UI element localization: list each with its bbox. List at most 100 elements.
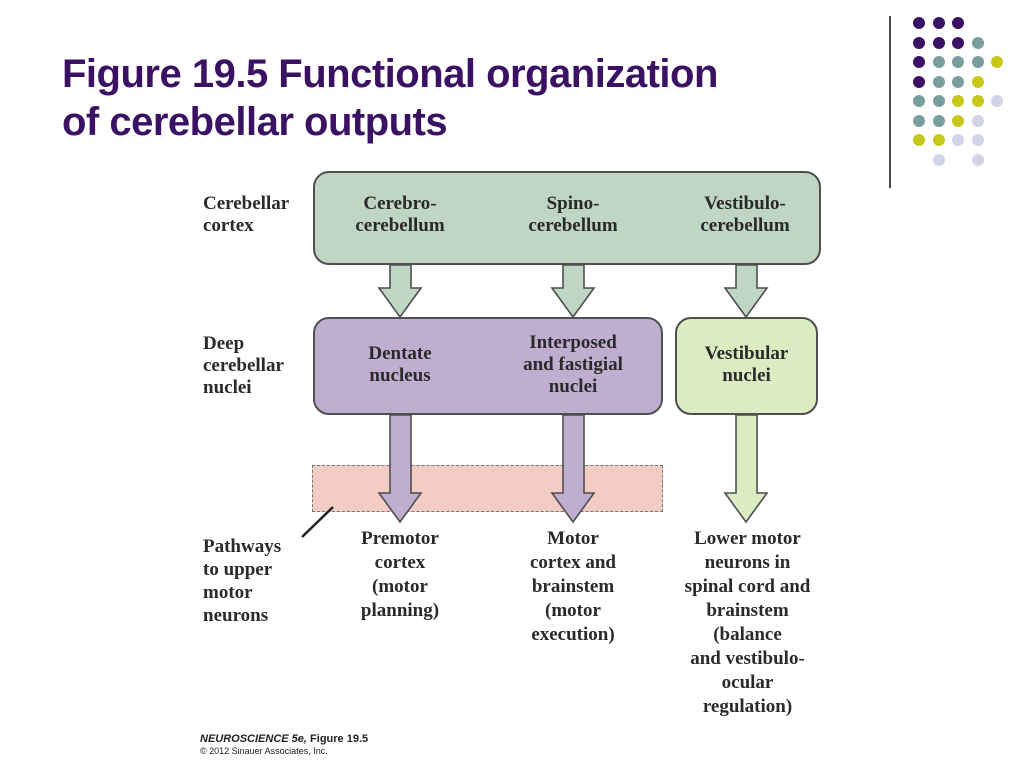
decorative-dot — [972, 134, 984, 146]
row-label-line: neurons — [203, 605, 269, 626]
decorative-dot — [933, 37, 945, 49]
decorative-dot — [913, 95, 925, 107]
credit-copyright: © 2012 Sinauer Associates, Inc. — [200, 746, 328, 756]
decorative-dot — [991, 56, 1003, 68]
decorative-dot — [933, 56, 945, 68]
label-line: and fastigial — [523, 354, 623, 375]
row-label-line: cortex — [203, 215, 254, 236]
row-label-line: Pathways — [203, 536, 282, 557]
decorative-dot — [913, 17, 925, 29]
decorative-dot — [933, 115, 945, 127]
label-line: cerebellum — [528, 215, 618, 236]
label-line: Interposed — [529, 332, 617, 353]
label-line: nuclei — [548, 376, 598, 397]
decorative-dot — [933, 76, 945, 88]
label-line: planning) — [360, 600, 440, 621]
decorative-vertical-rule — [889, 16, 891, 188]
row-label-cerebellar-cortex: Cerebellar cortex — [203, 193, 289, 237]
label-line: cerebellum — [355, 215, 445, 236]
arrow-spino-to-interposed — [550, 264, 596, 319]
cerebellar-cortex-box — [313, 171, 821, 265]
decorative-dot — [952, 95, 964, 107]
slide-title: Figure 19.5 Functional organization of c… — [62, 50, 862, 146]
decorative-dot — [913, 115, 925, 127]
output-premotor-cortex: Premotor cortex (motor planning) — [330, 527, 470, 623]
arrow-dentate-to-premotor — [377, 414, 423, 524]
row-label-pathways: Pathways to upper motor neurons — [203, 535, 281, 627]
label-line: execution) — [531, 624, 615, 645]
dentate-nucleus-label: Dentate nucleus — [330, 343, 470, 387]
label-line: cerebellum — [700, 215, 790, 236]
arrow-cerebro-to-dentate — [377, 264, 423, 319]
label-line: spinal cord and — [684, 576, 811, 597]
arrow-vestibulo-to-vestibular — [723, 264, 769, 319]
decorative-dot — [913, 56, 925, 68]
slide-title-line-1: Figure 19.5 Functional organization — [62, 52, 718, 96]
decorative-dot — [933, 154, 945, 166]
row-label-line: cerebellar — [203, 355, 284, 376]
label-line: Vestibulo- — [704, 193, 786, 214]
vestibular-nuclei-box — [675, 317, 818, 415]
decorative-dot — [952, 115, 964, 127]
arrow-interposed-to-motor — [550, 414, 596, 524]
decorative-dot — [972, 56, 984, 68]
label-line: and vestibulo- — [690, 648, 805, 669]
label-line: (motor — [372, 576, 428, 597]
label-line: Vestibular — [704, 343, 789, 364]
label-line: cortex and — [529, 552, 616, 573]
decorative-dot — [913, 76, 925, 88]
label-line: brainstem — [706, 600, 789, 621]
decorative-dot — [972, 95, 984, 107]
row-label-line: motor — [203, 582, 253, 603]
decorative-dot — [952, 17, 964, 29]
credit-book-title: NEUROSCIENCE 5e, — [200, 733, 307, 745]
row-label-line: nuclei — [203, 377, 252, 398]
slide-title-line-2: of cerebellar outputs — [62, 100, 448, 144]
label-line: Lower motor — [694, 528, 801, 549]
label-line: regulation) — [702, 696, 793, 717]
decorative-dot — [972, 154, 984, 166]
row-label-line: Deep — [203, 333, 245, 354]
row-label-line: to upper — [203, 559, 273, 580]
decorative-dot — [933, 95, 945, 107]
decorative-dot — [933, 17, 945, 29]
decorative-dot — [933, 134, 945, 146]
label-line: (balance — [713, 624, 782, 645]
decorative-dot — [952, 37, 964, 49]
label-line: ocular — [721, 672, 774, 693]
label-line: nuclei — [722, 365, 771, 386]
label-line: Cerebro- — [363, 193, 437, 214]
label-line: brainstem — [531, 576, 615, 597]
interposed-fastigial-label: Interposed and fastigial nuclei — [498, 332, 648, 398]
decorative-dot — [972, 37, 984, 49]
output-lower-motor-neurons: Lower motor neurons in spinal cord and b… — [660, 527, 835, 719]
credit-figure-number: Figure 19.5 — [306, 733, 369, 745]
label-line: (motor — [545, 600, 601, 621]
label-line: Premotor — [361, 528, 439, 549]
pathways-pointer-line — [301, 506, 334, 538]
credit-book: NEUROSCIENCE 5e, Figure 19.5 — [200, 733, 368, 745]
label-line: cortex — [374, 552, 426, 573]
label-line: Dentate — [368, 343, 432, 364]
decorative-dot — [952, 134, 964, 146]
label-line: nucleus — [369, 365, 431, 386]
decorative-dot — [913, 37, 925, 49]
label-line: Motor — [547, 528, 599, 549]
vestibular-nuclei-label: Vestibular nuclei — [676, 343, 817, 387]
upper-motor-pathway-band — [312, 465, 663, 512]
figure-credit: NEUROSCIENCE 5e, Figure 19.5 © 2012 Sina… — [200, 733, 368, 756]
cerebrocerebellum-label: Cerebro- cerebellum — [330, 193, 470, 237]
arrow-vestibular-to-lower-motor — [723, 414, 769, 524]
dentate-interposed-box — [313, 317, 663, 415]
row-label-deep-cerebellar-nuclei: Deep cerebellar nuclei — [203, 333, 284, 399]
output-motor-cortex-brainstem: Motor cortex and brainstem (motor execut… — [503, 527, 643, 647]
decorative-dot — [952, 56, 964, 68]
decorative-dot — [952, 76, 964, 88]
decorative-dot — [972, 115, 984, 127]
spinocerebellum-label: Spino- cerebellum — [503, 193, 643, 237]
label-line: neurons in — [704, 552, 791, 573]
vestibulocerebellum-label: Vestibulo- cerebellum — [675, 193, 815, 237]
decorative-dot — [972, 76, 984, 88]
decorative-dot — [913, 134, 925, 146]
